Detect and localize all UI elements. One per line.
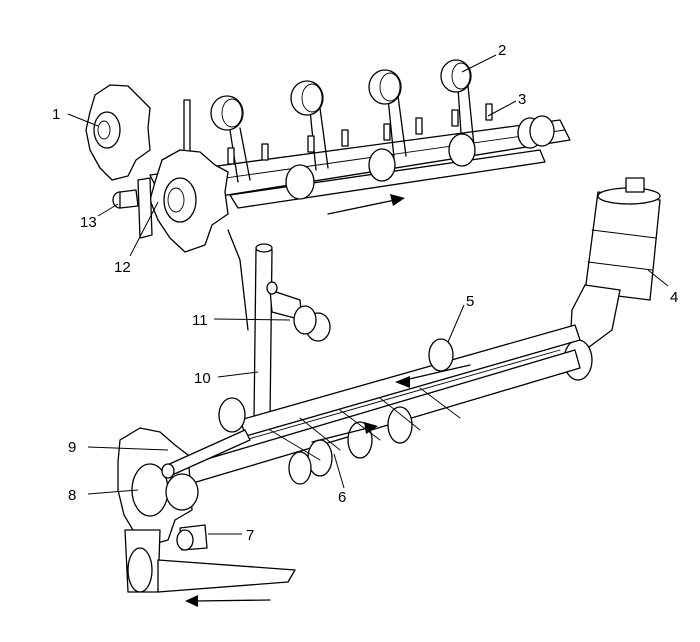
flow-arrow-return [395, 364, 471, 388]
tensioner-bolt [266, 281, 331, 342]
callout-5: 5 [466, 293, 474, 310]
sensor-stub [176, 524, 208, 551]
rear-gear [85, 84, 151, 181]
callout-12: 12 [114, 259, 131, 276]
front-gear [149, 149, 229, 253]
callout-11: 11 [192, 312, 208, 329]
upper-shaft-assembly [85, 59, 571, 253]
callout-7: 7 [246, 527, 254, 544]
callout-3: 3 [518, 91, 526, 108]
filter-cylinder [563, 177, 661, 381]
callout-2: 2 [498, 42, 506, 59]
callout-leaders [67, 54, 669, 535]
callout-4: 4 [670, 289, 678, 306]
small-knob [112, 189, 139, 209]
lower-gear [117, 427, 199, 546]
flow-arrow-upper [327, 194, 405, 215]
upper-disc-4 [440, 59, 472, 93]
vertical-rod [227, 229, 273, 421]
callout-1: 1 [52, 106, 60, 123]
upper-disc-1 [210, 95, 244, 131]
upper-disc-3 [368, 69, 402, 105]
callout-9: 9 [68, 439, 76, 456]
lower-shaft-assembly [117, 324, 581, 593]
callout-6: 6 [338, 489, 346, 506]
callout-10: 10 [194, 370, 211, 387]
callout-8: 8 [68, 487, 76, 504]
upper-disc-2 [290, 80, 324, 116]
flow-arrow-base [185, 595, 271, 607]
flow-arrow-drive [311, 422, 378, 443]
callout-13: 13 [80, 214, 97, 231]
callout-labels: 1 2 3 4 5 6 7 8 9 10 11 12 13 [52, 42, 678, 544]
